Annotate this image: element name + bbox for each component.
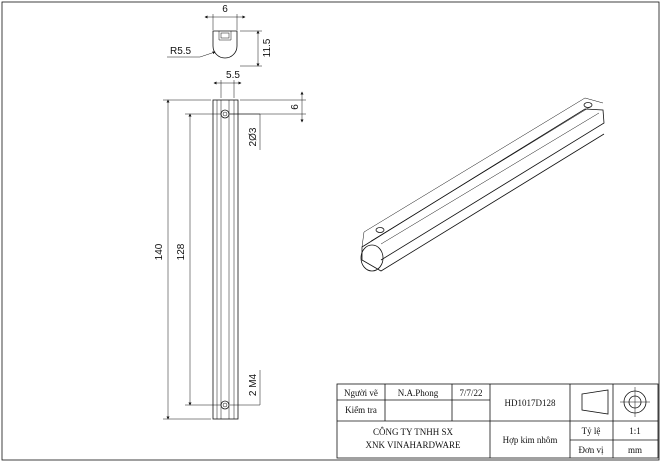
material: Hợp kim nhôm: [503, 435, 558, 445]
isometric-view: [360, 97, 605, 272]
dim-hole-spacing: 128: [176, 243, 187, 260]
dim-radius: R5.5: [170, 46, 192, 57]
checked-by-label: Kiểm tra: [345, 405, 377, 415]
dim-top-width: 6: [222, 4, 228, 15]
unit-value: mm: [628, 445, 642, 455]
company-line-2: XNK VINAHARDWARE: [365, 440, 461, 450]
dim-height-right: 11.5: [262, 38, 273, 57]
unit-label: Đơn vị: [578, 445, 604, 455]
title-block: [336, 383, 659, 459]
end-view-profile: [167, 14, 262, 67]
drawing-date: 7/7/22: [459, 388, 482, 398]
company-line-1: CÔNG TY TNHH SX: [373, 427, 454, 437]
drawn-by-name: N.A.Phong: [398, 388, 439, 398]
dim-hole-diameter: 2Ø3: [248, 127, 259, 146]
drawn-by-label: Người vẽ: [344, 388, 378, 398]
scale-label: Tỷ lệ: [582, 426, 601, 436]
part-number: HD1017D128: [505, 398, 556, 408]
scale-value: 1:1: [629, 426, 641, 436]
dim-body-width: 5.5: [226, 70, 240, 81]
front-view-bar: [163, 80, 306, 420]
dim-thread: 2 M4: [248, 373, 259, 396]
dim-top-offset: 6: [290, 104, 301, 110]
dim-overall-length: 140: [154, 243, 165, 260]
